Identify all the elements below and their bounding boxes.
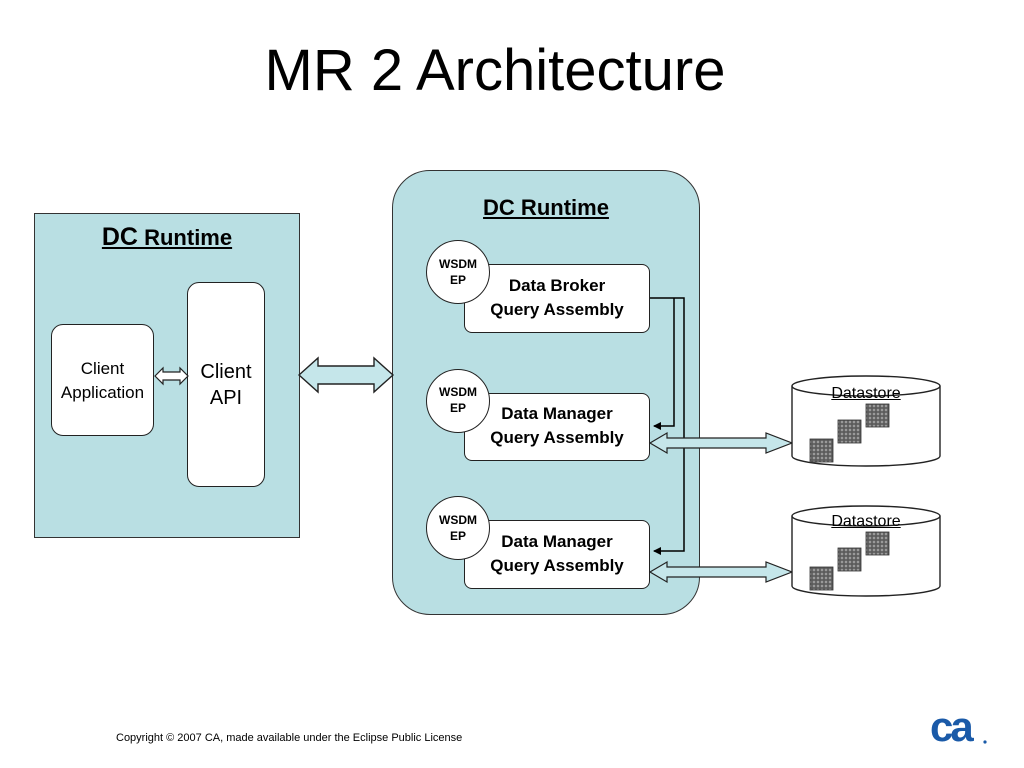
component-3-line-1: Data Manager — [501, 532, 613, 551]
wsdm-3-line-1: WSDM — [439, 513, 477, 527]
left-title-prefix: DC — [101, 223, 138, 251]
client-application-line-1: Client — [80, 359, 125, 378]
left-dc-runtime-title: DC Runtime — [34, 222, 300, 253]
data-broker-query-assembly-label: Data Broker Query Assembly — [470, 274, 644, 322]
component-3-line-2: Query Assembly — [490, 556, 624, 575]
ca-logo-dot — [983, 740, 987, 744]
client-application-box — [51, 324, 154, 436]
client-api-box — [187, 282, 265, 487]
client-api-line-1: Client — [200, 361, 252, 383]
wsdm-2-line-2: EP — [449, 401, 466, 415]
wsdm-3-line-2: EP — [449, 529, 466, 543]
data-manager-query-assembly-label-2: Data Manager Query Assembly — [470, 530, 644, 578]
data-manager-query-assembly-box-2 — [464, 520, 650, 589]
right-dc-runtime-title: DC Runtime — [483, 195, 609, 220]
wsdm-ep-circle-3 — [426, 496, 490, 560]
runtime-double-arrow — [297, 356, 395, 394]
client-api-label: Client API — [183, 359, 269, 411]
component-2-line-2: Query Assembly — [490, 428, 624, 447]
wsdm-1-line-1: WSDM — [439, 257, 477, 271]
client-application-label: Client Application — [48, 357, 157, 405]
slide-title: MR 2 Architecture — [264, 38, 726, 103]
client-api-line-2: API — [209, 387, 243, 409]
datastore-arrow-2 — [648, 560, 794, 584]
datastore-cylinder-1 — [791, 375, 941, 467]
ca-logo: ca — [930, 709, 987, 747]
wsdm-2-line-1: WSDM — [439, 385, 477, 399]
datastore-label-1: Datastore — [831, 385, 901, 402]
datastore-label-2: Datastore — [831, 513, 901, 530]
wsdm-ep-label-1: WSDM EP — [426, 256, 490, 288]
client-app-api-double-arrow — [154, 366, 189, 386]
datastore-arrow-1 — [648, 431, 794, 455]
copyright-text: Copyright © 2007 CA, made available unde… — [116, 732, 463, 744]
wsdm-ep-label-3: WSDM EP — [426, 512, 490, 544]
data-manager-query-assembly-label-1: Data Manager Query Assembly — [470, 402, 644, 450]
component-1-line-2: Query Assembly — [490, 300, 624, 319]
wsdm-1-line-2: EP — [449, 273, 466, 287]
component-1-line-1: Data Broker — [508, 276, 606, 295]
ca-logo-text: ca — [930, 709, 974, 747]
left-title-suffix: Runtime — [137, 225, 233, 250]
component-2-line-1: Data Manager — [501, 404, 613, 423]
client-application-line-2: Application — [60, 383, 145, 402]
data-manager-query-assembly-box-1 — [464, 393, 650, 461]
datastore-cylinder-2 — [791, 505, 941, 597]
wsdm-ep-circle-2 — [426, 369, 490, 433]
broker-connector-lines — [650, 297, 685, 555]
wsdm-ep-label-2: WSDM EP — [426, 384, 490, 416]
data-broker-query-assembly-box — [464, 264, 650, 333]
wsdm-ep-circle-1 — [426, 240, 490, 304]
